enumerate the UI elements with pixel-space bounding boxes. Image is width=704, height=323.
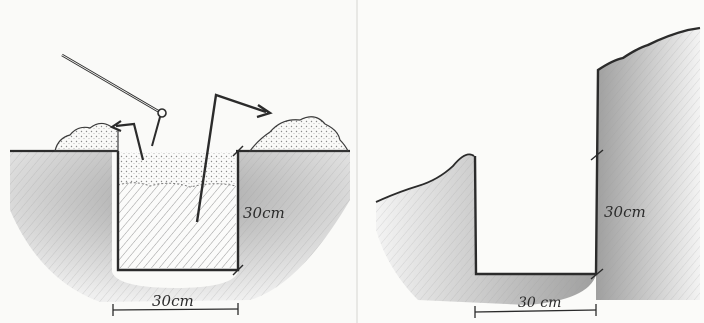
soil-texture-left	[376, 154, 596, 305]
panel-divider	[356, 0, 358, 323]
pit-outline	[116, 151, 240, 272]
empty-pit-outline	[473, 26, 701, 276]
depth-label: 30cm	[243, 204, 285, 222]
dirt-mound-right	[248, 116, 349, 152]
pit-filled-illustration: 30cm 30cm	[10, 53, 350, 316]
open-space	[477, 60, 595, 160]
width-dimension-line-right	[474, 309, 597, 313]
depth-tick-top	[232, 145, 244, 157]
pit-filled-panel: 30cm 30cm	[10, 53, 350, 316]
empty-pit-interior	[477, 160, 595, 274]
soil-texture-right	[596, 30, 700, 300]
arrow-left-head	[109, 120, 122, 133]
stick-ring	[157, 108, 167, 118]
width-label: 30cm	[152, 292, 194, 310]
layer-boundary	[117, 182, 237, 188]
depth-tick-top-right	[590, 149, 604, 161]
depth-tick-bottom-right	[590, 268, 604, 280]
arrow-right-head	[256, 104, 273, 119]
depth-label-right: 30cm	[604, 203, 646, 221]
stick-highlight	[61, 54, 159, 112]
depth-tick-bottom	[232, 264, 244, 276]
width-dimension-line	[112, 308, 239, 311]
dirt-mound-left	[54, 122, 119, 152]
stick-lower	[151, 116, 161, 147]
soil-texture	[10, 152, 350, 302]
compost-layer	[118, 182, 236, 268]
topsoil-layer	[118, 152, 236, 187]
arrow-right-shaft	[195, 93, 267, 223]
left-surface-edge	[375, 153, 475, 203]
width-label-right: 30 cm	[518, 295, 561, 311]
pit-empty-illustration: 30cm 30 cm	[375, 26, 701, 318]
pit-empty-panel: 30cm 30 cm	[358, 0, 704, 323]
arrow-left-shaft	[115, 122, 145, 161]
